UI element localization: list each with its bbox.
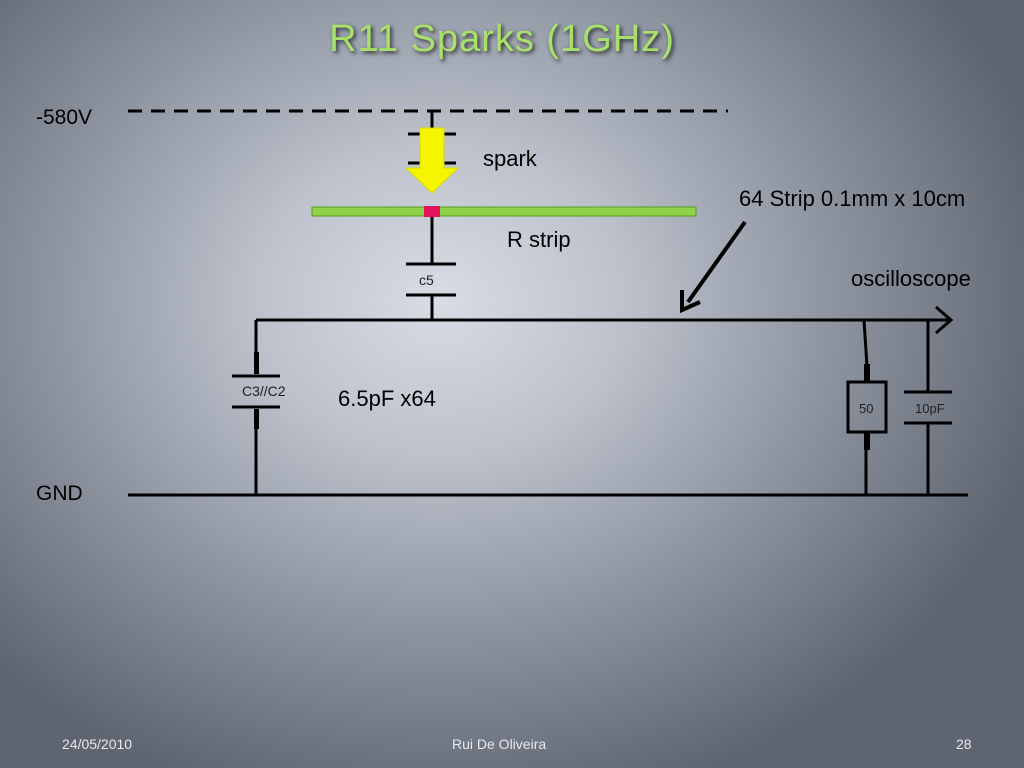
strip-pointer-arrowhead-icon — [680, 290, 701, 314]
r-strip-label: R strip — [507, 227, 571, 252]
c3c2-label: C3//C2 — [242, 383, 286, 399]
strip-pointer-line — [686, 220, 747, 304]
c3c2-lead-stub-top — [254, 352, 259, 374]
c5-label: c5 — [419, 272, 434, 288]
slide-title: R11 Sparks (1GHz) — [329, 18, 675, 60]
strip-desc-label: 64 Strip 0.1mm x 10cm — [739, 186, 966, 211]
resistor-label: 50 — [859, 401, 874, 416]
oscilloscope-arrowhead-icon — [935, 305, 954, 335]
resistor-stub-top — [864, 364, 870, 382]
footer-date: 24/05/2010 — [62, 736, 133, 752]
footer-page-number: 28 — [956, 736, 972, 752]
spark-label: spark — [483, 146, 537, 171]
scope-cap-label: 10pF — [915, 401, 945, 416]
contact-point — [424, 206, 440, 217]
oscilloscope-label: oscilloscope — [851, 266, 971, 291]
c3c2-lead-stub-bottom — [254, 409, 259, 429]
cap-value-label: 6.5pF x64 — [338, 386, 436, 411]
footer-author: Rui De Oliveira — [452, 736, 547, 752]
resistor-stub-bottom — [864, 432, 870, 450]
hv-label: -580V — [36, 106, 93, 129]
gnd-label: GND — [36, 482, 83, 505]
spark-arrow-icon — [404, 127, 460, 194]
r-strip — [311, 206, 697, 217]
